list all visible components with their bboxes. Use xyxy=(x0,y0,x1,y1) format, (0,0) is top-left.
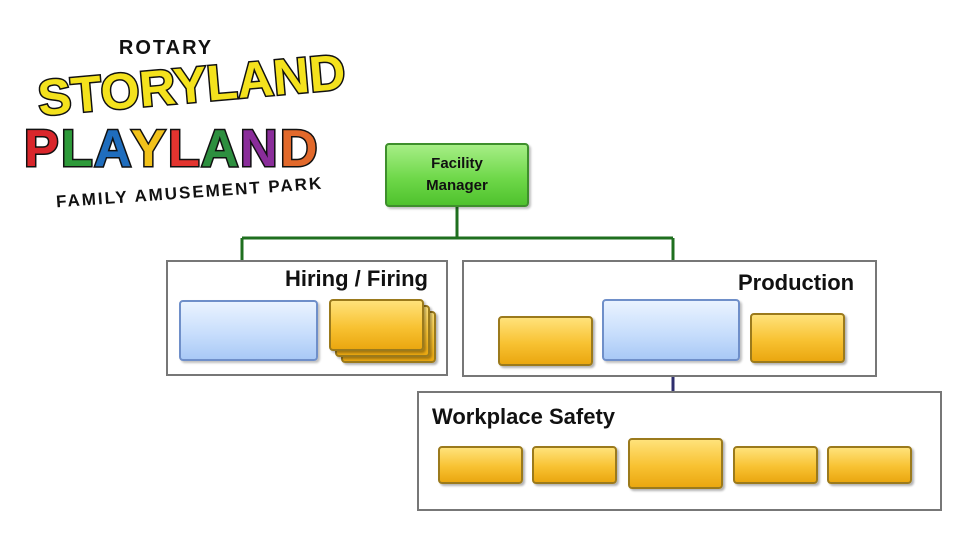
svg-text:N: N xyxy=(240,120,278,178)
safety-staff-4 xyxy=(827,446,912,484)
workplace-safety-title: Workplace Safety xyxy=(432,404,616,429)
hiring-firing-title: Hiring / Firing xyxy=(285,266,428,291)
svg-text:L: L xyxy=(61,120,93,178)
svg-text:Y: Y xyxy=(131,120,166,178)
facility-manager-box: Facility Manager xyxy=(385,143,529,207)
production-title: Production xyxy=(738,270,855,295)
safety-lead-box xyxy=(628,438,723,489)
safety-staff-1 xyxy=(438,446,523,484)
safety-staff-2 xyxy=(532,446,617,484)
svg-text:STORYLAND: STORYLAND xyxy=(35,44,347,127)
production-staff-right xyxy=(750,313,845,363)
production-staff-left xyxy=(498,316,593,366)
svg-text:FAMILY AMUSEMENT PARK: FAMILY AMUSEMENT PARK xyxy=(55,174,323,212)
svg-text:D: D xyxy=(280,120,318,178)
safety-staff-3 xyxy=(733,446,818,484)
storyland-playland-logo: ROTARY STORYLAND P L A Y L A N D FAMILY … xyxy=(18,28,363,213)
svg-text:ROTARY: ROTARY xyxy=(119,37,213,59)
svg-text:A: A xyxy=(201,120,239,178)
hiring-staff-stack xyxy=(329,299,424,351)
svg-text:A: A xyxy=(94,120,132,178)
svg-text:L: L xyxy=(168,120,200,178)
hiring-lead-box xyxy=(179,300,318,361)
production-lead-box xyxy=(602,299,740,361)
svg-text:P: P xyxy=(24,120,59,178)
facility-manager-label: Facility Manager xyxy=(426,155,488,194)
